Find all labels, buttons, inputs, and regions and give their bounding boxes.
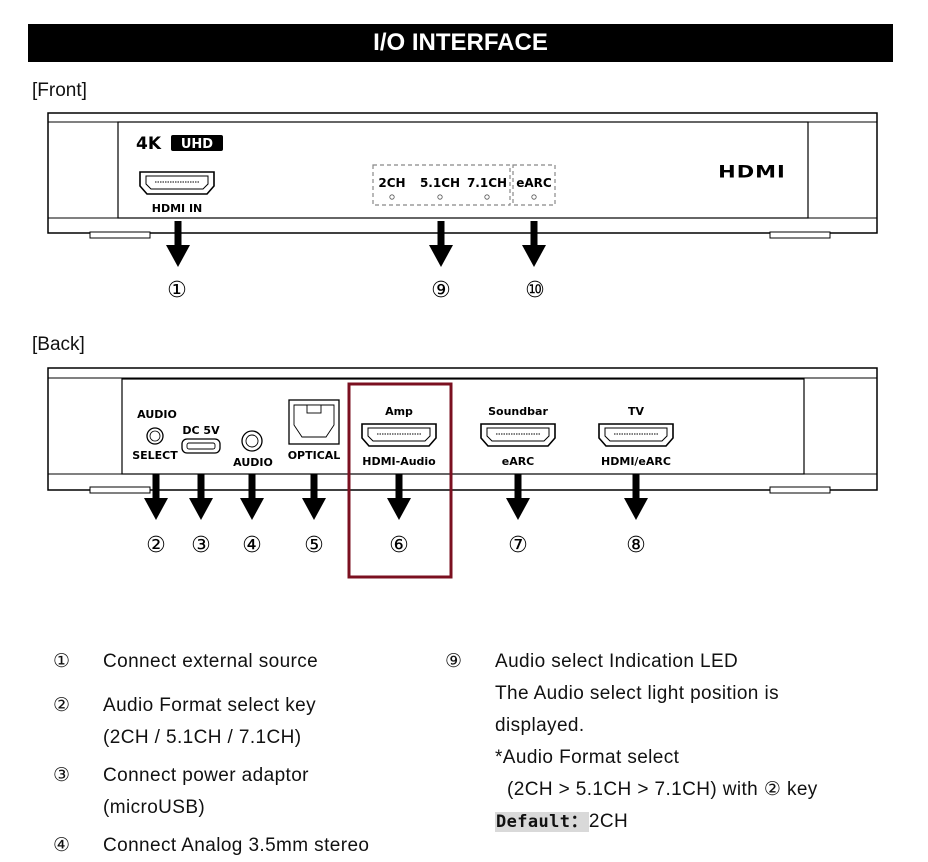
front-section-label: [Front] [32, 80, 87, 101]
callout-7: ⑦ [508, 533, 528, 558]
dc-label: DC 5V [182, 424, 220, 437]
amp-bottom-label: HDMI-Audio [362, 455, 436, 468]
amp-top-label: Amp [385, 405, 413, 418]
format-cycle-text: (2CH > 5.1CH > 7.1CH) with [507, 779, 764, 800]
led-label-51ch: 5.1CH [420, 176, 460, 190]
front-panel: 4K UHD HDMI IN 2CH 5.1CH 7.1CH eARC HDMI [47, 112, 878, 239]
legend-num-4: ④ [53, 835, 71, 856]
led-earc [531, 194, 537, 200]
legend-left: ① Connect external source ② Audio Format… [53, 646, 433, 862]
legend-text-4: Connect Analog 3.5mm stereo [103, 835, 370, 856]
legend-item-3: ③ Connect power adaptor (microUSB) [53, 760, 433, 830]
legend-text-2b: (2CH / 5.1CH / 7.1CH) [103, 727, 302, 748]
badge-4k: 4K [136, 134, 162, 154]
legend-text-2a: Audio Format select key [103, 695, 317, 716]
tv-top-label: TV [628, 405, 645, 418]
legend-default-line: Default：2CH [495, 806, 915, 838]
tv-bottom-label: HDMI/eARC [601, 455, 671, 468]
hdmi-in-label: HDMI IN [152, 202, 203, 215]
led-label-71ch: 7.1CH [467, 176, 507, 190]
legend-num-9: ⑨ [445, 651, 463, 672]
audio-select-top-label: AUDIO [137, 408, 177, 421]
callout-6: ⑥ [389, 533, 409, 558]
hdmi-logo: HDMI [718, 163, 786, 182]
format-key-ref: ② [763, 779, 782, 800]
earc-led-group [512, 164, 556, 206]
legend-text-9b: The Audio select light position is [495, 683, 779, 704]
soundbar-bottom-label: eARC [502, 455, 535, 468]
legend-text-9e: (2CH > 5.1CH > 7.1CH) with ② key [495, 774, 915, 806]
led-2ch [389, 194, 395, 200]
legend-num-1: ① [53, 651, 71, 672]
legend-text-3b: (microUSB) [103, 797, 206, 818]
callout-5: ⑤ [304, 533, 324, 558]
led-71ch [484, 194, 490, 200]
device-diagram: 4K UHD HDMI IN 2CH 5.1CH 7.1CH eARC HDMI… [47, 112, 878, 579]
back-section-label: [Back] [32, 334, 85, 355]
audio-jack-label: AUDIO [233, 456, 273, 469]
callout-2: ② [146, 533, 166, 558]
callout-4: ④ [242, 533, 262, 558]
legend-text-3a: Connect power adaptor [103, 765, 309, 786]
callout-3: ③ [191, 533, 211, 558]
legend-num-3: ③ [53, 765, 71, 786]
badge-uhd-bg [171, 135, 223, 151]
soundbar-top-label: Soundbar [488, 405, 548, 418]
amp-highlight-box [347, 382, 453, 579]
legend-text-9c: displayed. [495, 715, 585, 736]
format-key-suffix: key [781, 779, 818, 800]
back-panel: AUDIO SELECT DC 5V AUDIO OPTICAL Amp HDM… [47, 367, 878, 494]
legend-text-9d: *Audio Format select [495, 747, 680, 768]
legend-item-2: ② Audio Format select key (2CH / 5.1CH /… [53, 690, 433, 760]
led-indicator-group [372, 164, 511, 206]
page-title: I/O INTERFACE [28, 24, 893, 62]
default-value: 2CH [588, 811, 629, 832]
legend-item-1: ① Connect external source [53, 646, 433, 690]
led-label-earc: eARC [516, 176, 552, 190]
callout-9: ⑨ [431, 278, 451, 303]
callout-8: ⑧ [626, 533, 646, 558]
callout-1: ① [167, 278, 187, 303]
legend-right: ⑨ Audio select Indication LED The Audio … [445, 646, 915, 838]
default-label: Default： [495, 812, 589, 832]
legend-item-9: ⑨ Audio select Indication LED The Audio … [445, 646, 915, 838]
badge-uhd: UHD [181, 137, 213, 152]
optical-label: OPTICAL [288, 449, 341, 462]
callout-10: ⑩ [525, 278, 545, 303]
legend-num-2: ② [53, 695, 71, 716]
led-label-2ch: 2CH [378, 176, 405, 190]
legend-text-9a: Audio select Indication LED [495, 651, 739, 672]
led-51ch [437, 194, 443, 200]
legend-text-1: Connect external source [103, 651, 319, 672]
legend-item-4: ④ Connect Analog 3.5mm stereo [53, 830, 433, 862]
audio-select-bottom-label: SELECT [132, 449, 178, 462]
